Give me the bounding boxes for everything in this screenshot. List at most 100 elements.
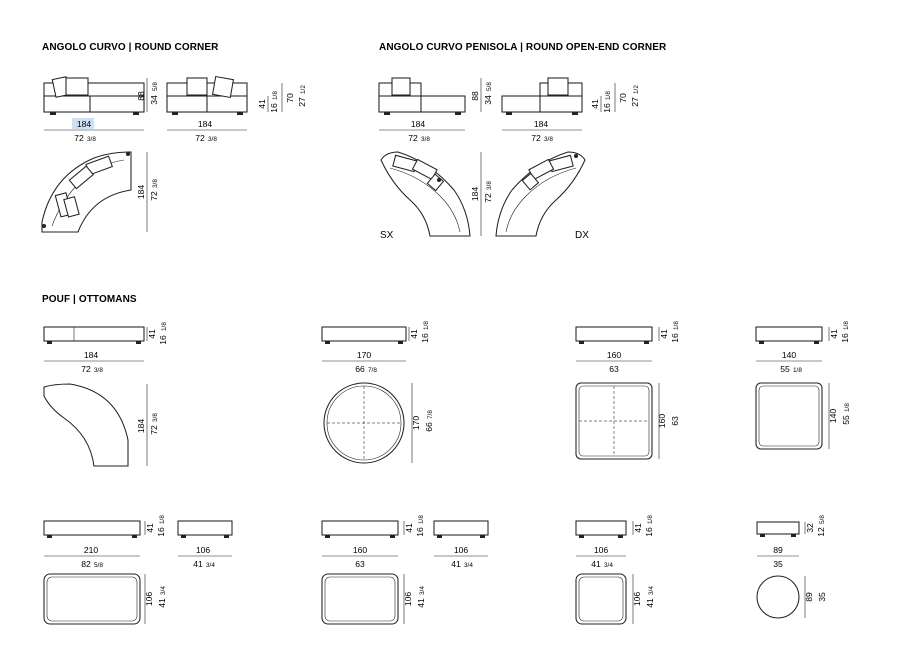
dim-curved-width-in-frac: 3/8 <box>94 367 103 374</box>
dim-open-end-side-width: 184 <box>534 119 549 129</box>
dim-rect210-height: 41 <box>145 523 155 533</box>
dim-round89-width-in: 35 <box>773 559 783 569</box>
open-end-plan-left <box>380 151 471 237</box>
ottoman-square106-plan <box>575 573 627 625</box>
dim-square106-height-in-frac: 1/8 <box>647 515 654 524</box>
dim-corner-front-width-in: 72 <box>74 133 84 143</box>
dim-square160-height: 41 <box>659 329 669 339</box>
dim-open-end-back-height-in: 34 <box>483 95 493 105</box>
dim-open-end-front-width: 184 <box>411 119 426 129</box>
dim-rect160-side-in: 41 <box>451 559 461 569</box>
dim-corner-front-width: 184 <box>77 119 92 129</box>
dim-round89-width: 89 <box>773 545 783 555</box>
dim-open-end-depth-in: 72 <box>483 193 493 203</box>
dim-square140-width-in: 55 <box>780 364 790 374</box>
dim-square140-height-in-frac: 1/8 <box>843 321 850 330</box>
dim-rect160-depth-in: 41 <box>416 598 426 608</box>
dim-corner-depth: 184 <box>136 185 146 200</box>
dim-corner-arm-height-in-frac: 1/2 <box>300 85 307 94</box>
ottoman-rect160-plan <box>321 573 399 625</box>
dim-open-end-seat-height: 41 <box>590 99 600 109</box>
dim-square106-depth: 106 <box>632 592 642 607</box>
dim-corner-arm-height: 70 <box>285 93 295 103</box>
dim-square106-width-in: 41 <box>591 559 601 569</box>
dim-round89-depth: 89 <box>804 592 814 602</box>
dim-square160-depth: 160 <box>657 414 667 429</box>
dim-curved-height: 41 <box>147 329 157 339</box>
dim-square160-width-in: 63 <box>609 364 619 374</box>
dim-round170-depth: 170 <box>411 416 421 431</box>
heading-round-corner: ANGOLO CURVO | ROUND CORNER <box>42 42 219 53</box>
dim-corner-depth-in-frac: 3/8 <box>152 179 159 188</box>
ottoman-square140-front <box>755 326 823 344</box>
dim-corner-arm-height-in: 27 <box>297 97 307 107</box>
dim-rect160-depth: 106 <box>403 592 413 607</box>
dim-round170-width-in-frac: 7/8 <box>368 367 377 374</box>
dim-square160-height-in: 16 <box>670 333 680 343</box>
ottoman-rect160-side <box>433 520 489 538</box>
ottoman-rect210-side <box>177 520 233 538</box>
dim-rect160-height: 41 <box>404 523 414 533</box>
heading-ottomans: POUF | OTTOMANS <box>42 294 137 305</box>
dim-corner-seat-height-in-frac: 1/8 <box>272 91 279 100</box>
dim-corner-back-height: 88 <box>136 91 146 101</box>
dim-open-end-side-width-in: 72 <box>531 133 541 143</box>
dim-corner-seat-height: 41 <box>257 99 267 109</box>
dim-square140-width: 140 <box>782 350 797 360</box>
round-corner-plan-view <box>41 151 132 233</box>
dim-open-end-front-width-in-frac: 3/8 <box>421 136 430 143</box>
dim-square140-height-in: 16 <box>840 333 850 343</box>
dim-square140-width-in-frac: 1/8 <box>793 367 802 374</box>
selection-highlight <box>72 118 94 129</box>
dim-open-end-depth: 184 <box>470 187 480 202</box>
dim-rect210-height-in-frac: 1/8 <box>159 515 166 524</box>
ottoman-rect160-front <box>321 520 399 538</box>
ottoman-round170-plan <box>323 382 405 464</box>
dim-rect210-depth-in: 41 <box>157 598 167 608</box>
ottoman-rect210-front <box>43 520 141 538</box>
dim-open-end-arm-height-in-frac: 1/2 <box>633 85 640 94</box>
dim-open-end-seat-height-in-frac: 1/8 <box>605 91 612 100</box>
ottoman-square160-plan <box>575 382 653 460</box>
dim-rect160-height-in-frac: 1/8 <box>418 515 425 524</box>
dim-square106-height: 41 <box>633 523 643 533</box>
dim-round170-width: 170 <box>357 350 372 360</box>
dim-rect160-side: 106 <box>454 545 469 555</box>
dim-curved-height-in: 16 <box>158 335 168 345</box>
dim-corner-side-width-in-frac: 3/8 <box>208 136 217 143</box>
ottoman-round170-front <box>321 326 407 344</box>
dim-square106-height-in: 16 <box>644 527 654 537</box>
dim-rect210-width-in: 82 <box>81 559 91 569</box>
dim-round170-height: 41 <box>409 329 419 339</box>
dim-corner-side-width-in: 72 <box>195 133 205 143</box>
ottoman-square160-front <box>575 326 653 344</box>
dim-square106-width-in-frac: 3/4 <box>604 562 613 569</box>
dim-round89-height-in-frac: 5/8 <box>819 515 826 524</box>
dim-round170-depth-in-frac: 7/8 <box>427 410 434 419</box>
dim-open-end-front-width-in: 72 <box>408 133 418 143</box>
dim-square106-width: 106 <box>594 545 609 555</box>
dim-square140-depth-in-frac: 1/8 <box>844 403 851 412</box>
ottoman-curved-plan <box>43 383 129 467</box>
dim-rect210-width-in-frac: 5/8 <box>94 562 103 569</box>
dim-round89-depth-in: 35 <box>817 592 827 602</box>
ottoman-rect210-plan <box>43 573 141 625</box>
dim-square140-depth-in: 55 <box>841 415 851 425</box>
dim-corner-side-width: 184 <box>198 119 213 129</box>
dim-rect210-depth-in-frac: 3/4 <box>160 586 167 595</box>
open-end-side-view <box>501 77 583 115</box>
dim-curved-height-in-frac: 1/8 <box>161 322 168 331</box>
dim-round170-depth-in: 66 <box>424 422 434 432</box>
dim-rect210-side: 106 <box>196 545 211 555</box>
ottoman-round89-plan <box>756 575 800 619</box>
dim-round170-width-in: 66 <box>355 364 365 374</box>
dim-rect160-depth-in-frac: 3/4 <box>419 586 426 595</box>
heading-round-open-end-corner: ANGOLO CURVO PENISOLA | ROUND OPEN-END C… <box>379 42 667 53</box>
ottoman-square140-plan <box>755 382 823 450</box>
dim-open-end-back-height: 88 <box>470 91 480 101</box>
dim-rect160-width-in: 63 <box>355 559 365 569</box>
ottoman-round89-front <box>756 521 800 537</box>
dim-square160-height-in-frac: 1/8 <box>673 321 680 330</box>
dim-square106-depth-in: 41 <box>645 598 655 608</box>
dim-round170-height-in: 16 <box>420 333 430 343</box>
